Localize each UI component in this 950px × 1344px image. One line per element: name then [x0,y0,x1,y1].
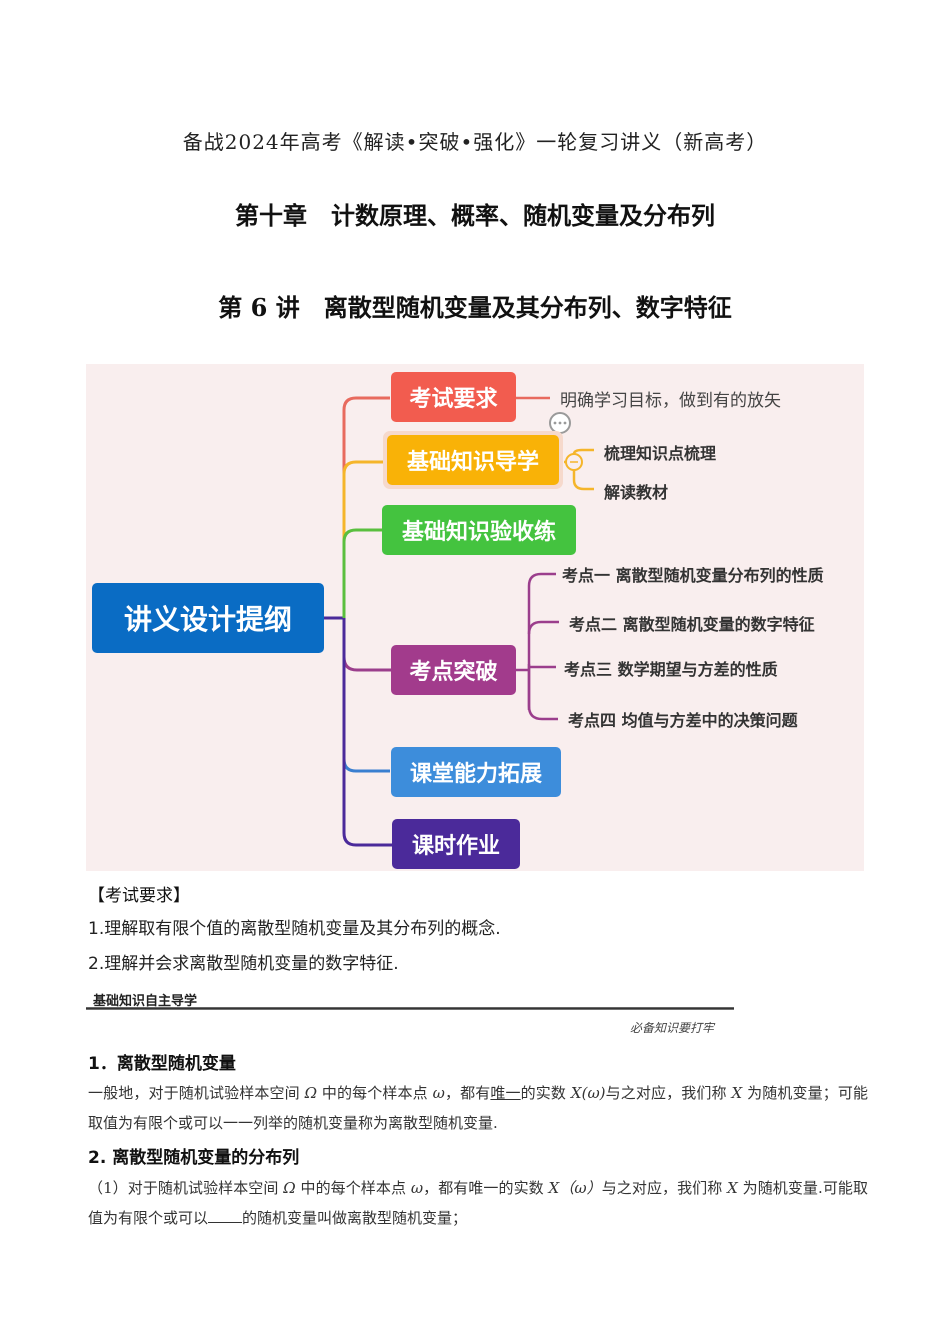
text: 与之对应，我们称 [601,1179,728,1197]
mindmap-node-exam-requirements: 考试要求 [391,372,516,422]
symbol-x: X [731,1084,743,1102]
symbol-omega: ω [432,1084,445,1102]
banner-title: 基础知识自主导学 [93,994,198,1009]
text: 中的每个样本点 [317,1084,433,1102]
mindmap-leaf-point-4: 考点四 均值与方差中的决策问题 [568,711,798,730]
mindmap-leaf-point-3: 考点三 数学期望与方差的性质 [564,660,778,679]
mindmap-figure: 讲义设计提纲 考试要求 明确学习目标，做到有的放矢 基础知识导学 梳理知识点梳理… [86,364,864,871]
banner-subtitle: 必备知识要打牢 [630,1021,715,1035]
symbol-x-omega: X（ω） [548,1179,602,1197]
symbol-omega-cap: Ω [304,1084,318,1102]
mindmap-leaf-goal: 明确学习目标，做到有的放矢 [560,391,781,411]
mindmap-leaf-point-1: 考点一 离散型随机变量分布列的性质 [562,566,824,585]
text: ，都有唯一的实数 [423,1179,549,1197]
section-2-paragraph: （1）对于随机试验样本空间 Ω 中的每个样本点 ω，都有唯一的实数 X（ω）与之… [88,1173,868,1233]
symbol-omega: ω [410,1179,424,1197]
section-1-paragraph: 一般地，对于随机试验样本空间 Ω 中的每个样本点 ω，都有唯一的实数 X(ω)与… [88,1078,868,1138]
text: 中的每个样本点 [295,1179,411,1197]
requirement-item-2: 2.理解并会求离散型随机变量的数字特征. [88,954,399,974]
mindmap-root-node: 讲义设计提纲 [92,583,324,653]
text: 与之对应，我们称 [605,1084,732,1102]
text: 一般地，对于随机试验样本空间 [88,1084,305,1102]
text: 的随机变量叫做离散型随机变量； [242,1209,468,1227]
mindmap-leaf-point-2: 考点二 离散型随机变量的数字特征 [569,615,815,634]
text: ，都有 [444,1084,491,1102]
text: 为随机变量.可能取值为有限个或可以 [88,1179,868,1227]
mindmap-leaf-sort-knowledge: 梳理知识点梳理 [604,444,717,463]
chapter-title: 第十章 计数原理、概率、随机变量及分布列 [235,201,715,230]
mindmap-node-class-extension: 课堂能力拓展 [391,747,561,797]
section-2-heading: 2. 离散型随机变量的分布列 [88,1148,300,1168]
series-title: 备战2024年高考《解读•突破•强化》一轮复习讲义（新高考） [182,130,768,154]
mindmap-node-homework: 课时作业 [392,819,520,869]
text: 的实数 [520,1084,571,1102]
banner-divider [86,1007,734,1010]
mindmap-node-key-points: 考点突破 [391,645,516,695]
fill-in-blank[interactable] [208,1208,243,1223]
mindmap-node-basic-practice: 基础知识验收练 [382,505,576,555]
mindmap-connectors [323,396,594,847]
symbol-x-omega: X(ω) [570,1084,606,1102]
requirement-item-1: 1.理解取有限个值的离散型随机变量及其分布列的概念. [88,919,501,939]
text: 为随机变量；可能取值为有限个或可以一一列举的随机变量称为离散型随机变量. [88,1084,868,1132]
exam-requirements-heading: 【考试要求】 [88,886,190,906]
text: （1）对于随机试验样本空间 [88,1179,284,1197]
mindmap-leaf-read-textbook: 解读教材 [604,483,669,502]
symbol-omega-cap: Ω [283,1179,296,1197]
mindmap-node-basic-knowledge-guide: 基础知识导学 [387,435,559,485]
lecture-title: 第 6 讲 离散型随机变量及其分布列、数字特征 [218,293,732,322]
symbol-x: X [727,1179,738,1197]
underlined-term: 唯一 [490,1084,521,1102]
section-1-heading: 1．离散型随机变量 [88,1054,236,1074]
